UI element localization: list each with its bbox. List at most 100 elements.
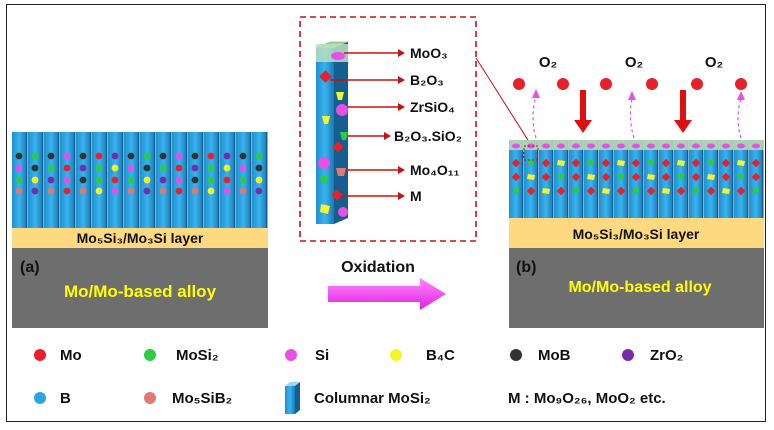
column-edge <box>582 140 584 218</box>
particle <box>47 176 55 184</box>
column-edge <box>106 132 108 228</box>
particle <box>572 143 580 149</box>
particle <box>127 164 135 172</box>
inset-si-particle <box>336 104 348 116</box>
particle <box>239 176 247 184</box>
panel-b-substrate-label: Mo/Mo-based alloy <box>568 279 711 296</box>
particle <box>63 176 71 184</box>
inset-mosi2-particle-2 <box>320 176 328 184</box>
particle <box>527 143 535 149</box>
column-edge <box>567 140 569 218</box>
inset-column-detail: MoO₃ B₂O₃ ZrSiO₄ B₂O₃.SiO₂ Mo₄O₁₁ M <box>299 16 534 242</box>
column-edge <box>90 132 92 228</box>
legend-columnar-swatch <box>285 382 300 414</box>
particle <box>633 188 639 194</box>
particle <box>677 143 685 149</box>
particle <box>618 174 624 180</box>
column-edge <box>702 140 704 218</box>
particle <box>632 143 640 149</box>
particle <box>159 152 167 160</box>
legend: Mo MoSi₂ Si B₄C MoB ZrO₂ B Mo₅SiB₂ Colum… <box>34 347 683 414</box>
particle <box>143 164 151 172</box>
legend-mo-swatch <box>34 349 46 361</box>
particle <box>143 176 151 184</box>
particle <box>542 188 550 194</box>
panel-b-detail-box <box>523 145 539 161</box>
particle <box>722 188 730 194</box>
particle <box>662 188 670 194</box>
particle <box>255 176 263 184</box>
legend-mob-label: MoB <box>538 347 571 364</box>
o2-label-2: O₂ <box>625 54 643 71</box>
inset-oxide-cap <box>316 44 348 62</box>
particle <box>617 143 625 149</box>
particle <box>31 176 39 184</box>
oxidation-step: Oxidation <box>328 259 446 310</box>
column-edge <box>627 140 629 218</box>
panel-b: Mo₅Si₃/Mo₃Si layer (b) Mo/Mo-based alloy… <box>509 54 764 328</box>
particle <box>512 143 520 149</box>
particle <box>47 187 55 195</box>
particle <box>528 160 534 166</box>
inset-b4c-particle-2 <box>322 116 330 124</box>
legend-b-swatch <box>34 392 46 404</box>
particle <box>79 164 87 172</box>
particle <box>239 187 247 195</box>
legend-mosi2-label: MoSi₂ <box>176 347 219 364</box>
particle <box>678 174 684 180</box>
inset-column-front <box>316 48 334 224</box>
particle <box>191 187 199 195</box>
column-edge <box>154 132 156 228</box>
particle <box>159 176 167 184</box>
inset-m-particle <box>331 189 343 201</box>
inset-label-zrsio4: ZrSiO₄ <box>410 99 455 115</box>
particle <box>692 143 700 149</box>
column-edge <box>732 140 734 218</box>
particle <box>513 188 519 194</box>
legend-mosi2-swatch <box>144 349 156 361</box>
particle <box>79 152 87 160</box>
particle <box>223 176 231 184</box>
panel-a-interlayer <box>12 228 268 248</box>
particle <box>647 143 655 149</box>
particle <box>648 160 654 166</box>
column-edge <box>58 132 60 228</box>
particle <box>752 143 760 149</box>
particle <box>707 143 715 149</box>
particle <box>602 143 610 149</box>
inset-label-m: M <box>410 188 422 204</box>
column-edge <box>537 140 539 218</box>
particle <box>47 164 55 172</box>
particle <box>111 152 119 160</box>
particle <box>95 176 103 184</box>
column-edge <box>597 140 599 218</box>
particle <box>573 188 579 194</box>
column-edge <box>202 132 204 228</box>
particle <box>63 187 71 195</box>
inset-label-moo3: MoO₃ <box>410 45 448 61</box>
particle <box>15 164 23 172</box>
particle <box>95 152 103 160</box>
column-edge <box>42 132 44 228</box>
particle <box>587 143 595 149</box>
legend-mo5sib2-swatch <box>144 392 156 404</box>
inset-mo-particle-2 <box>332 141 344 153</box>
inset-mosi2-particle <box>340 132 348 140</box>
particle <box>617 160 625 166</box>
particle <box>111 164 119 172</box>
volatile-arrowheads <box>532 89 745 100</box>
particle <box>127 187 135 195</box>
oxygen-inward-arrows <box>574 90 692 133</box>
legend-columnar-label: Columnar MoSi₂ <box>314 390 431 407</box>
inset-mo4o11-particle <box>336 168 346 176</box>
oxidation-arrow <box>328 278 446 310</box>
particle <box>31 187 39 195</box>
panel-b-layer-label: Mo₅Si₃/Mo₃Si layer <box>573 226 700 242</box>
particle <box>223 164 231 172</box>
inset-mo-particle <box>319 70 332 83</box>
column-edge <box>170 132 172 228</box>
o2-label-1: O₂ <box>539 54 557 71</box>
particle <box>542 143 550 149</box>
legend-b-label: B <box>60 390 71 407</box>
